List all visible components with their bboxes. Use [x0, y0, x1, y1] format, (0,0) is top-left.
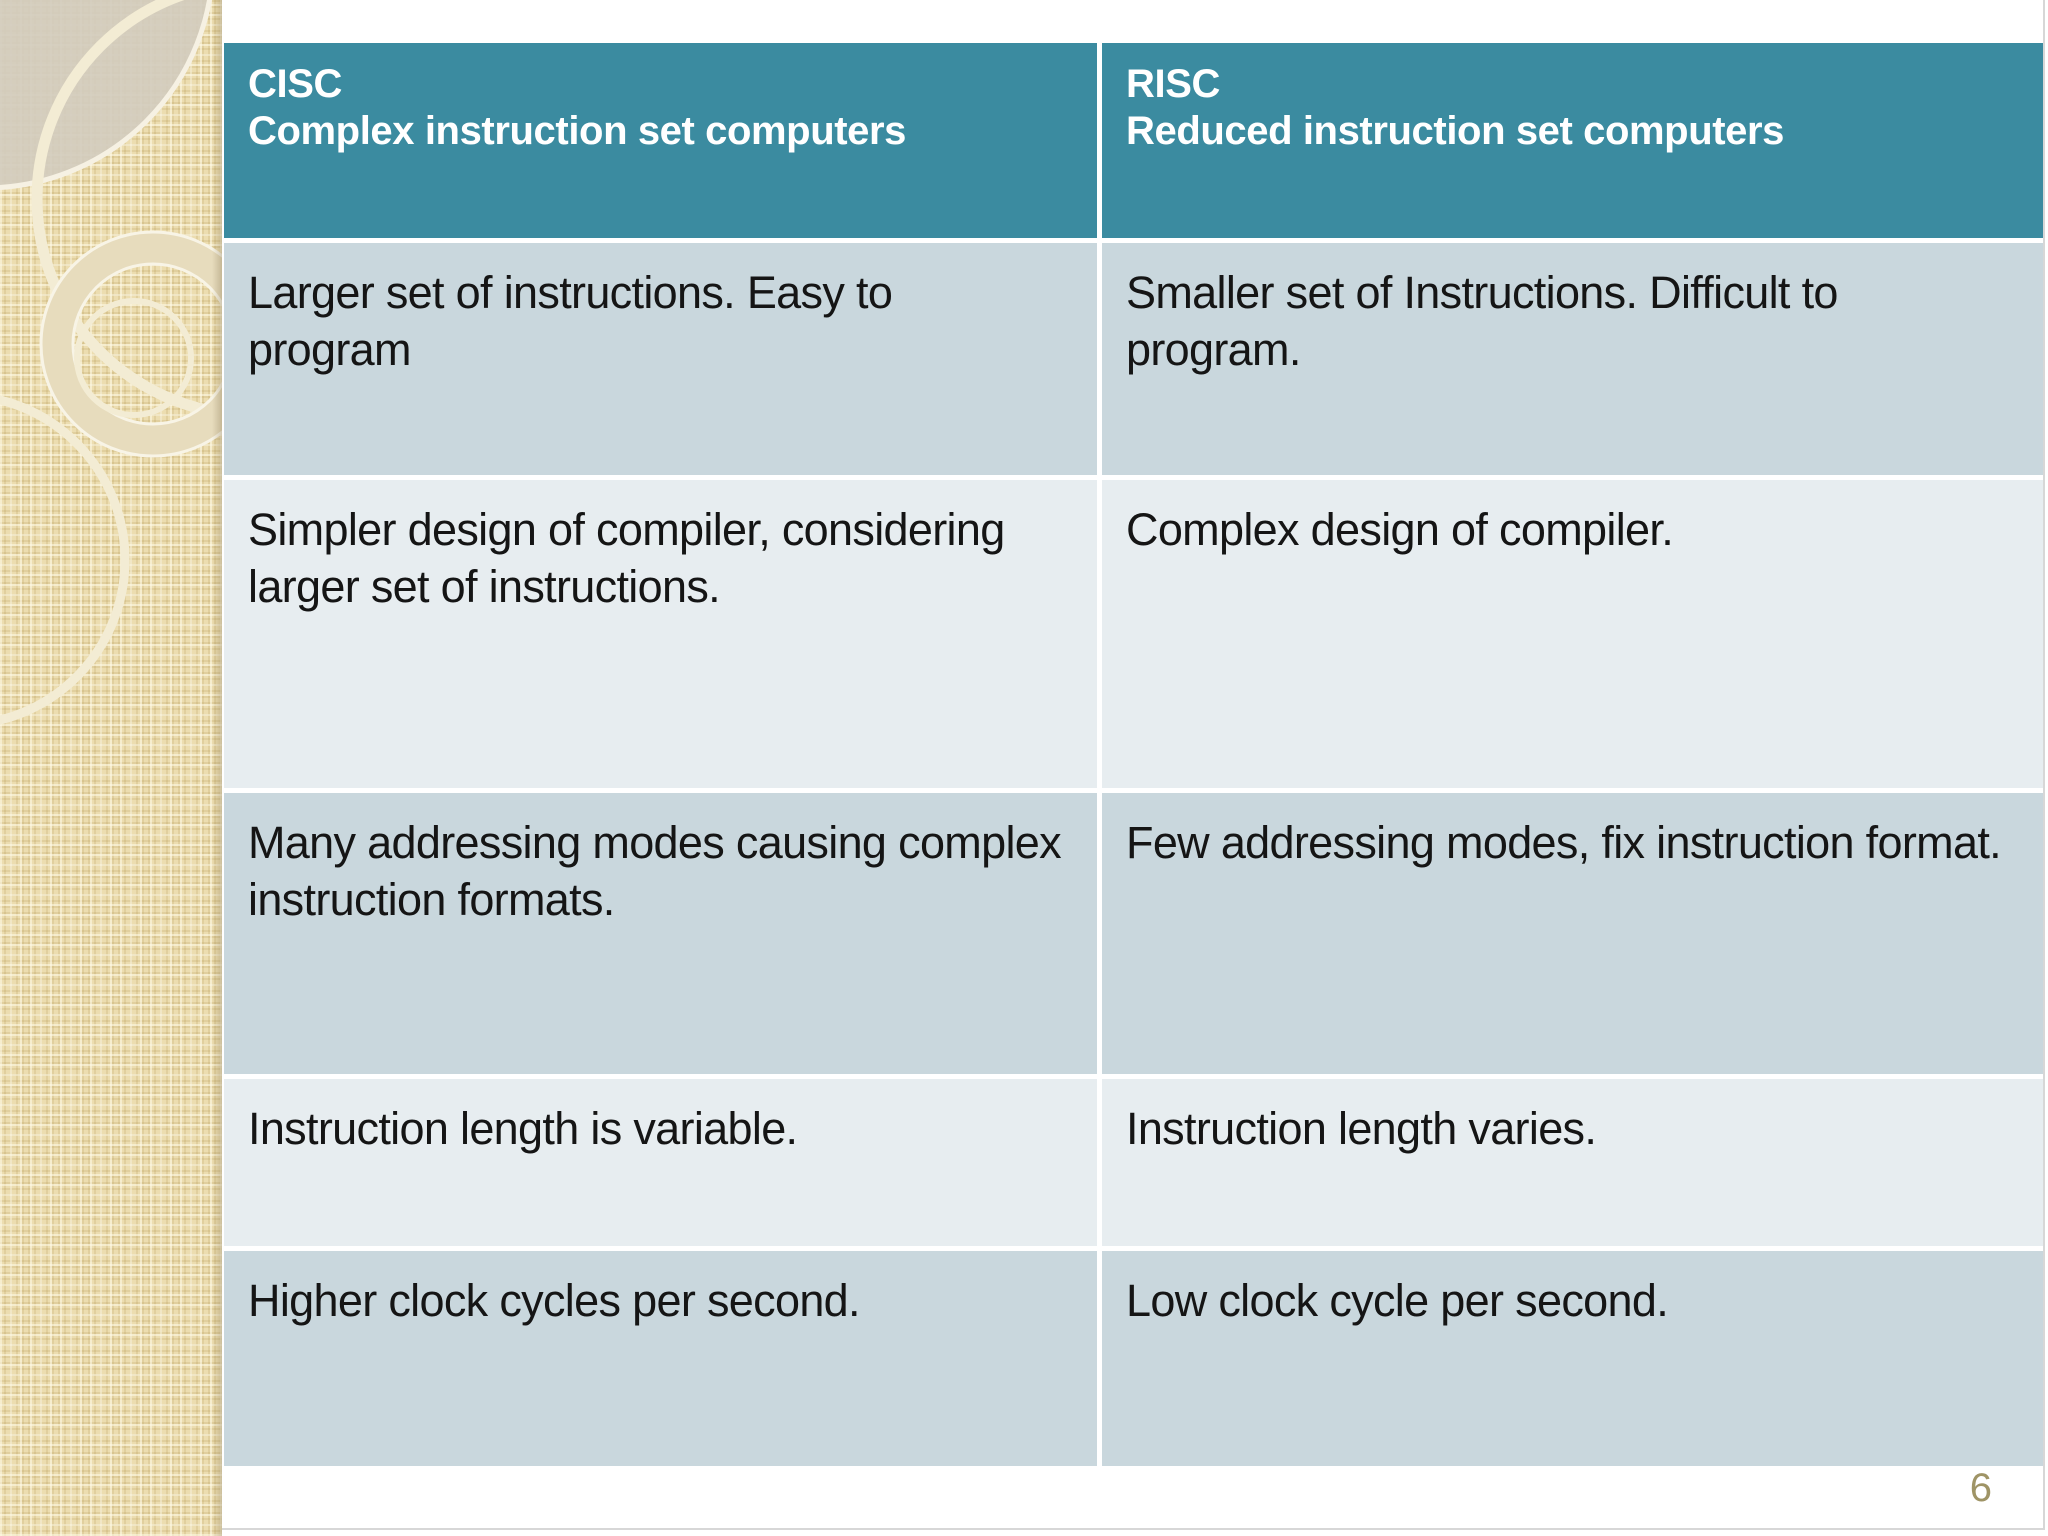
- table-cell-cisc-row2: Simpler design of compiler, considering …: [224, 480, 1097, 788]
- table-header-cisc: CISC Complex instruction set computers: [224, 43, 1097, 238]
- table-cell-risc-row5: Low clock cycle per second.: [1102, 1251, 2043, 1466]
- page-number: 6: [1969, 1466, 1992, 1510]
- bottom-arc-shape: [0, 395, 130, 725]
- sidebar-decoration: [0, 0, 222, 1536]
- comparison-table: CISC Complex instruction set computers R…: [224, 43, 2043, 1466]
- table-cell-risc-row2: Complex design of compiler.: [1102, 480, 2043, 788]
- table-header-risc: RISC Reduced instruction set computers: [1102, 43, 2043, 238]
- table-cell-risc-row4: Instruction length varies.: [1102, 1079, 2043, 1246]
- header-title: Complex instruction set computers: [248, 109, 907, 154]
- large-ring-shape: [31, 0, 222, 419]
- donut-outer-edge: [39, 230, 222, 458]
- header-acronym: RISC: [1126, 62, 1220, 106]
- table-cell-cisc-row1: Larger set of instructions. Easy to prog…: [224, 243, 1097, 475]
- table-cell-cisc-row4: Instruction length is variable.: [224, 1079, 1097, 1246]
- donut-inner-edge: [71, 262, 222, 426]
- table-cell-cisc-row5: Higher clock cycles per second.: [224, 1251, 1097, 1466]
- header-title: Reduced instruction set computers: [1126, 109, 1785, 154]
- decorative-circles: [0, 0, 222, 725]
- donut-ring-shape: [41, 232, 222, 456]
- small-ring-shape: [74, 298, 194, 418]
- header-acronym: CISC: [248, 62, 342, 106]
- corner-blob-shape: [0, 0, 212, 190]
- sidebar-edge-shadow: [212, 0, 222, 1536]
- table-cell-risc-row3: Few addressing modes, fix instruction fo…: [1102, 793, 2043, 1074]
- table-cell-cisc-row3: Many addressing modes causing complex in…: [224, 793, 1097, 1074]
- table-cell-risc-row1: Smaller set of Instructions. Difficult t…: [1102, 243, 2043, 475]
